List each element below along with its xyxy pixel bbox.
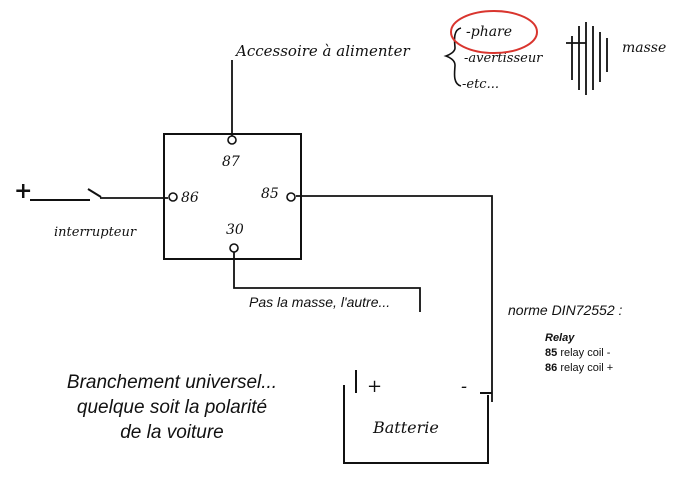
- pin-85-label: 85: [261, 186, 279, 202]
- highlight-circle: [450, 10, 538, 54]
- switch-symbol: [30, 188, 102, 201]
- pin-85-terminal: [286, 192, 296, 202]
- ground-label: masse: [622, 40, 666, 56]
- not-ground-note: Pas la masse, l'autre...: [249, 294, 391, 310]
- caption-line: Branchement universel...: [66, 372, 278, 393]
- brace-mark: [443, 27, 462, 87]
- accessory-item-avertisseur: -avertisseur: [464, 51, 543, 66]
- norm-title: norme DIN72552 :: [508, 302, 623, 318]
- caption-line: quelque soit la polarité: [76, 397, 268, 418]
- relay-legend-title: Relay: [545, 332, 575, 344]
- caption: Branchement universel... quelque soit la…: [22, 370, 322, 445]
- pin-86-label: 86: [181, 190, 199, 206]
- battery-plus-label: +: [367, 376, 382, 397]
- battery-label: Batterie: [372, 418, 439, 437]
- accessory-item-phare: -phare: [466, 24, 512, 40]
- pin-30-label: 30: [226, 222, 244, 238]
- pin-87-label: 87: [222, 154, 240, 170]
- wire-85-battery-minus: [296, 195, 493, 402]
- relay-legend-text: relay coil -: [560, 347, 611, 359]
- relay-legend-row: 85 relay coil -: [545, 346, 613, 361]
- supply-plus-sign: +: [14, 178, 32, 204]
- relay-legend-row: 86 relay coil +: [545, 361, 613, 376]
- wire-30-note: [233, 252, 421, 312]
- ground-symbol: [566, 22, 608, 95]
- accessory-label: Accessoire à alimenter: [234, 42, 410, 60]
- battery-minus-label: -: [461, 376, 467, 397]
- pin-30-terminal: [229, 243, 239, 253]
- battery-outline: [343, 385, 489, 464]
- relay-legend-text: relay coil +: [560, 362, 614, 374]
- caption-line: de la voiture: [120, 422, 224, 443]
- relay-legend-pin: 86: [545, 362, 558, 374]
- relay-legend: Relay 85 relay coil - 86 relay coil +: [545, 331, 613, 376]
- pin-87-terminal: [227, 135, 237, 145]
- relay-legend-pin: 85: [545, 347, 558, 359]
- accessory-item-etc: -etc...: [462, 77, 499, 92]
- switch-label: interrupteur: [54, 225, 137, 240]
- pin-86-terminal: [168, 192, 178, 202]
